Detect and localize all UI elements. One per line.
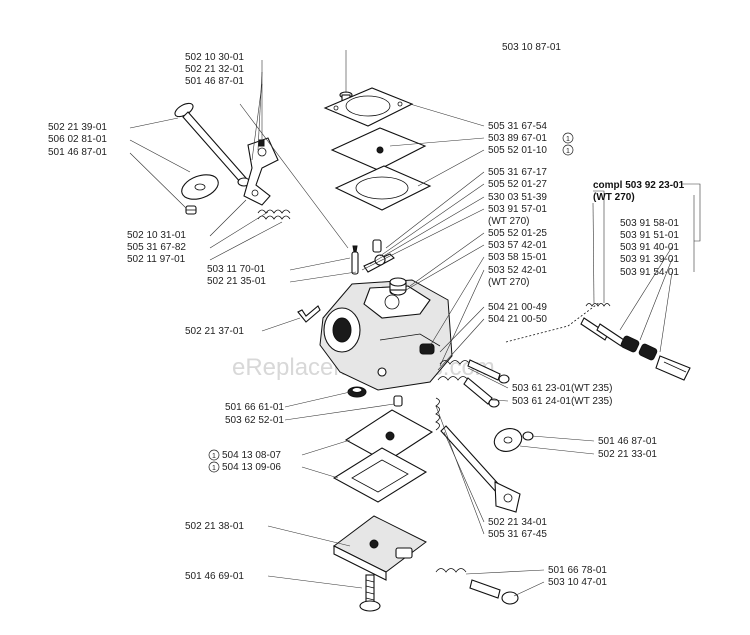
part-number-label: 503 91 51-01	[620, 230, 679, 241]
metering-lever-part	[363, 239, 395, 273]
part-number-label: 502 10 31-01	[127, 230, 186, 241]
part-number-label: 501 66 78-01	[548, 565, 607, 576]
note-marker-icon	[208, 449, 220, 461]
top-fitting-part	[389, 277, 407, 296]
idle-screw-spring-part	[435, 568, 467, 573]
part-number-label: 503 91 39-01	[620, 254, 679, 265]
part-number-label: 502 21 33-01	[598, 449, 657, 460]
carburetor-body-part	[319, 279, 453, 391]
adjusting-needle-high-part	[439, 359, 510, 384]
pump-gasket-part	[334, 165, 432, 211]
leader-lines	[129, 50, 673, 597]
choke-valve-disc-part	[181, 174, 219, 200]
part-number-label: (WT 270)	[488, 216, 530, 227]
kit-bracket-line	[682, 183, 701, 242]
part-number-label: 501 46 69-01	[185, 571, 244, 582]
part-number-label: 502 21 37-01	[185, 326, 244, 337]
pump-diaphragm-part	[330, 127, 427, 171]
note-marker-label: 1	[212, 465, 216, 472]
part-number-label: 504 21 00-49	[488, 302, 547, 313]
part-number-label: 505 52 01-27	[488, 179, 547, 190]
idle-screw-part	[469, 579, 519, 605]
needle-valve-part	[351, 245, 359, 275]
part-number-label: 503 61 24-01(WT 235)	[512, 396, 612, 407]
note-marker-label: 1	[212, 453, 216, 460]
part-number-label: 503 10 47-01	[548, 577, 607, 588]
kit-guide-dashed	[505, 301, 601, 343]
part-number-label: 505 31 67-54	[488, 121, 547, 132]
part-number-label: 502 21 34-01	[488, 517, 547, 528]
note-marker-icon	[562, 132, 574, 144]
kit-header-line2: (WT 270)	[593, 192, 635, 203]
part-number-label: 503 89 67-01	[488, 133, 547, 144]
part-number-label: 503 10 87-01	[502, 42, 561, 53]
note-marker-icon	[208, 461, 220, 473]
spring-washer-part	[347, 386, 367, 398]
part-number-label: 502 21 35-01	[207, 276, 266, 287]
part-number-label: 503 91 54-01	[620, 267, 679, 278]
metering-gasket-part	[332, 447, 428, 503]
part-number-label: 503 52 42-01	[488, 265, 547, 276]
throttle-valve-disc-part	[493, 428, 523, 452]
hex-key-part	[297, 305, 321, 323]
part-number-label: 501 66 61-01	[225, 402, 284, 413]
part-number-label: 505 31 67-17	[488, 167, 547, 178]
part-number-label: 502 21 38-01	[185, 521, 244, 532]
part-number-label: 501 46 87-01	[185, 76, 244, 87]
part-number-label: 505 52 01-10	[488, 145, 547, 156]
choke-shaft-part	[174, 102, 251, 187]
small-screw-part-right	[522, 431, 534, 441]
part-number-label: 503 91 58-01	[620, 218, 679, 229]
part-number-label: 501 46 87-01	[598, 436, 657, 447]
part-number-label: (WT 270)	[488, 277, 530, 288]
kit-cap-1-part	[620, 335, 640, 353]
note-marker-label: 1	[566, 136, 570, 143]
kit-cap-2-part	[638, 343, 658, 361]
part-number-label: 503 58 15-01	[488, 252, 547, 263]
part-number-label: 530 03 51-39	[488, 192, 547, 203]
part-number-label: 503 57 42-01	[488, 240, 547, 251]
part-number-label: 503 62 52-01	[225, 415, 284, 426]
note-marker-label: 1	[566, 148, 570, 155]
part-number-label: 502 10 30-01	[185, 52, 244, 63]
metering-diaphragm-part	[344, 409, 434, 463]
note-marker-icon	[562, 144, 574, 156]
pump-cover-part	[323, 87, 414, 127]
idle-spring-part	[435, 397, 440, 431]
small-screw-part-left	[185, 205, 197, 215]
part-number-label: 501 46 87-01	[48, 147, 107, 158]
part-number-label: 503 91 57-01	[488, 204, 547, 215]
metering-cover-part	[333, 515, 427, 581]
throttle-shaft-part	[440, 425, 521, 513]
kit-header-line1: compl 503 92 23-01	[593, 180, 685, 191]
part-number-label: 505 31 67-45	[488, 529, 547, 540]
part-labels: 503 10 87-01 502 10 30-01 502 21 32-01 5…	[48, 42, 685, 588]
part-number-label: 502 21 32-01	[185, 64, 244, 75]
lever-spring-part	[257, 209, 291, 220]
part-number-label: 505 52 01-25	[488, 228, 547, 239]
screen-screw-part	[393, 395, 403, 407]
part-number-label: 504 21 00-50	[488, 314, 547, 325]
part-number-label: 504 13 08-07	[222, 450, 281, 461]
part-number-label: 506 02 81-01	[48, 134, 107, 145]
part-number-label: 503 91 40-01	[620, 242, 679, 253]
part-number-label: 503 11 70-01	[207, 264, 266, 275]
part-number-label: 503 61 23-01(WT 235)	[512, 383, 612, 394]
part-number-label: 502 21 39-01	[48, 122, 107, 133]
part-number-label: 505 31 67-82	[127, 242, 186, 253]
adjusting-needle-low-part	[437, 376, 500, 408]
part-number-label: 502 11 97-01	[127, 254, 186, 265]
part-number-label: 504 13 09-06	[222, 462, 281, 473]
bottom-screw-part	[359, 574, 381, 612]
kit-tool-part	[655, 355, 691, 381]
